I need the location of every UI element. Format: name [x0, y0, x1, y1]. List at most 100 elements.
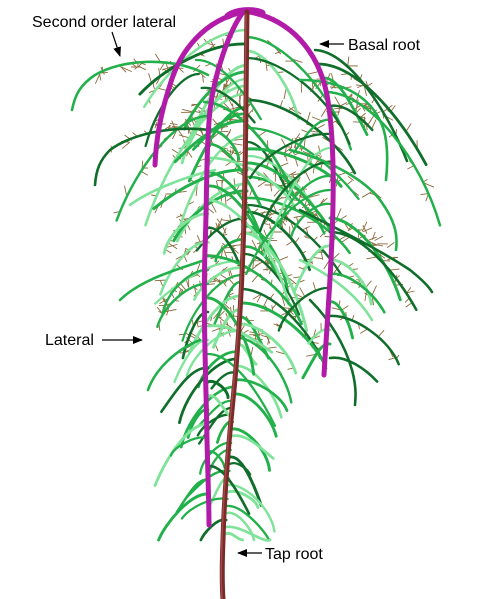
- lateral-root: [152, 168, 249, 211]
- second-order-lateral: [164, 125, 172, 130]
- lateral-root: [317, 62, 428, 167]
- lateral-root: [153, 422, 210, 487]
- lateral-root: [179, 133, 249, 226]
- second-order-lateral: [222, 102, 230, 110]
- lateral-root: [245, 49, 300, 121]
- second-order-lateral: [334, 262, 342, 273]
- lateral-root: [206, 379, 230, 399]
- second-order-lateral: [371, 285, 377, 296]
- second-order-lateral: [286, 240, 294, 246]
- second-order-lateral: [377, 329, 385, 338]
- lateral-root: [245, 188, 332, 276]
- second-order-lateral: [224, 195, 227, 207]
- basal-root-right: [247, 9, 336, 378]
- lateral-root: [298, 208, 434, 294]
- second-order-lateral: [321, 106, 328, 117]
- lateral-root: [243, 231, 309, 332]
- label-basal-root: Basal root: [348, 37, 421, 54]
- lateral-root: [238, 301, 324, 362]
- lateral-root: [228, 455, 263, 507]
- second-order-lateral: [371, 243, 384, 247]
- second-order-lateral: [164, 309, 177, 313]
- second-order-lateral: [311, 116, 323, 122]
- second-order-lateral: [182, 108, 194, 113]
- second-order-lateral: [178, 67, 184, 73]
- second-order-lateral: [360, 328, 369, 334]
- lateral-root: [298, 78, 389, 182]
- second-order-lateral: [121, 66, 132, 72]
- second-order-lateral: [121, 142, 130, 149]
- basal-roots: [152, 7, 336, 528]
- lateral-root: [193, 266, 244, 301]
- lateral-root: [200, 86, 256, 124]
- second-order-lateral: [251, 274, 259, 283]
- second-order-lateral: [362, 225, 368, 234]
- lateral-root: [263, 146, 332, 258]
- lateral-root: [258, 160, 332, 233]
- second-order-lateral: [252, 293, 262, 300]
- second-order-lateral: [283, 87, 287, 100]
- second-order-lateral: [140, 170, 148, 176]
- lateral-root: [328, 230, 418, 312]
- lateral-root: [233, 378, 289, 412]
- lateral-root: [118, 258, 207, 302]
- lateral-root: [181, 273, 244, 342]
- second-order-lateral: [171, 125, 179, 128]
- second-order-lateral: [299, 287, 306, 298]
- lateral-root: [206, 184, 259, 234]
- second-order-lateral: [257, 180, 268, 188]
- second-order-lateral: [177, 285, 184, 292]
- lateral-root: [328, 216, 402, 302]
- second-order-lateral: [341, 236, 351, 243]
- lateral-root: [225, 504, 271, 542]
- second-order-lateral: [159, 62, 165, 70]
- second-order-lateral: [306, 111, 311, 123]
- lateral-root: [328, 300, 355, 340]
- basal-root-left-outer: [152, 9, 246, 168]
- lateral-root: [248, 132, 332, 180]
- second-order-lateral: [154, 279, 168, 282]
- lateral-root: [70, 60, 210, 112]
- second-order-lateral: [202, 74, 204, 83]
- second-order-lateral: [337, 106, 341, 116]
- label-second-order-lateral: Second order lateral: [32, 14, 176, 31]
- tap-root-highlight: [220, 13, 247, 599]
- second-order-lateral: [281, 138, 286, 147]
- second-order-lateral: [161, 65, 173, 71]
- lateral-root: [157, 492, 210, 542]
- lateral-root: [277, 286, 332, 332]
- annotations: Second order lateral Basal root Lateral …: [32, 14, 421, 563]
- lateral-root: [142, 28, 249, 109]
- lateral-root: [175, 478, 210, 514]
- lateral-root: [185, 329, 240, 377]
- lateral-root: [234, 364, 283, 419]
- label-tap-root: Tap root: [265, 546, 323, 563]
- second-order-lateral: [198, 71, 206, 79]
- lateral-root: [328, 314, 400, 366]
- second-order-lateral: [221, 225, 227, 234]
- second-order-lateral: [420, 193, 429, 196]
- lateral-root: [144, 91, 249, 227]
- second-order-lateral: [216, 218, 223, 227]
- lateral-root: [93, 127, 212, 187]
- second-order-lateral: [169, 123, 178, 125]
- lateral-root: [206, 296, 256, 376]
- second-order-lateral: [262, 268, 275, 271]
- lateral-root: [237, 322, 298, 375]
- second-order-lateral: [366, 256, 378, 260]
- second-order-lateral: [387, 242, 395, 248]
- lateral-root: [328, 272, 386, 314]
- second-order-lateral: [250, 262, 261, 271]
- second-order-lateral: [228, 106, 241, 111]
- lateral-root: [194, 58, 262, 121]
- second-order-lateral: [361, 221, 368, 232]
- arrow-second-order-lateral: [111, 31, 121, 57]
- second-order-lateral: [257, 130, 267, 137]
- lateral-root: [224, 525, 272, 542]
- second-order-lateral: [119, 65, 127, 73]
- lateral-root: [223, 531, 244, 542]
- second-order-lateral: [171, 148, 182, 156]
- second-order-lateral: [154, 122, 158, 129]
- second-order-lateral: [362, 227, 373, 232]
- second-order-lateral-roots: [95, 34, 438, 370]
